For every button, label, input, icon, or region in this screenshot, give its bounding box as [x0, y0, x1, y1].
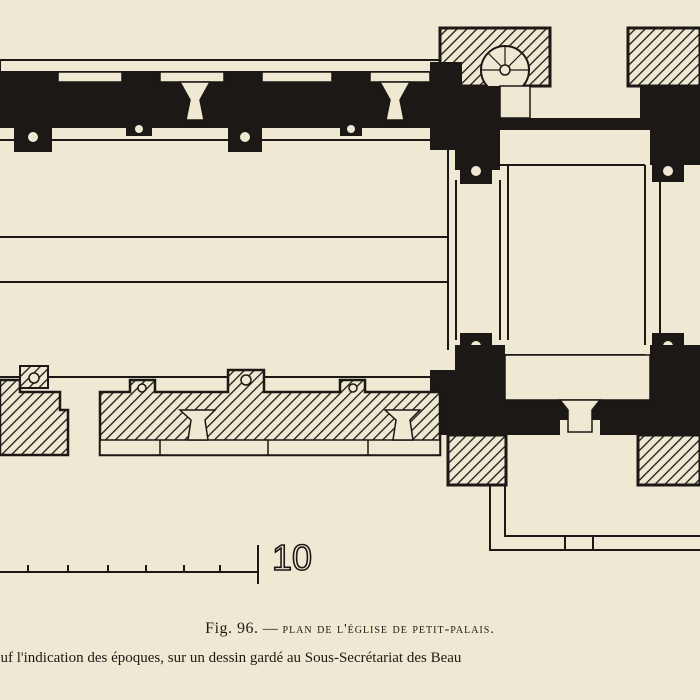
figure-credit: sauf l'indication des époques, sur un de…: [0, 650, 462, 666]
figure-caption: Fig. 96. — plan de l'église de petit-pal…: [0, 620, 700, 638]
south-wall: [0, 365, 442, 457]
scale-bar-label: 10: [272, 537, 312, 578]
nave-lines: [0, 139, 448, 378]
caption-dash: —: [258, 621, 283, 637]
church-floor-plan: 10: [0, 26, 700, 584]
scale-bar: [0, 545, 259, 584]
figure-number: Fig. 96.: [205, 620, 259, 637]
crossing: [430, 26, 700, 551]
north-wall: [0, 59, 441, 152]
figure-title: plan de l'église de petit-palais.: [282, 622, 495, 637]
